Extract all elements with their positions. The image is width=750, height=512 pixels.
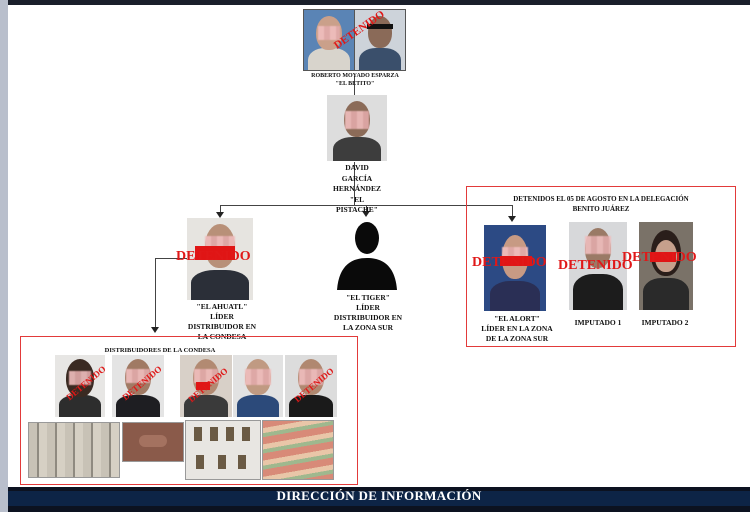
person-label: IMPUTADO 1: [574, 318, 622, 327]
person-name: ROBERTO MOYADO ESPARZA: [311, 73, 399, 79]
suspect-photo: [303, 9, 355, 71]
redaction-bar: [650, 252, 676, 262]
person-label: "EL ALORT" LÍDER EN LA ZONA DE LA ZONA S…: [481, 314, 553, 343]
person-alias: "EL AHUATL": [196, 302, 248, 311]
evidence-photo: [28, 422, 120, 478]
person-label: DAVID GARCÍA HERNÁNDEZ "EL PISTACHE": [333, 163, 381, 214]
person-label: "EL TIGER" LÍDER DISTRIBUIDOR EN LA ZONA…: [320, 293, 416, 333]
arrow-icon: [362, 211, 370, 217]
redaction-bar: [195, 246, 235, 260]
arrow-icon: [151, 327, 159, 333]
top-border: [8, 0, 750, 5]
distributors-group-frame: [20, 336, 358, 485]
person-alias: "EL BETITO": [335, 81, 375, 87]
connector-line: [155, 258, 156, 329]
suspect-photo: [484, 225, 546, 311]
connector-line: [354, 162, 355, 206]
suspect-photo: [180, 355, 232, 417]
connector-line: [155, 258, 187, 259]
evidence-photo: [185, 420, 261, 480]
footer-bar: [8, 487, 750, 512]
suspect-photo: [639, 222, 693, 310]
person-alias: "EL TIGER": [346, 293, 390, 302]
person-label: ROBERTO MOYADO ESPARZA "EL BETITO": [290, 72, 420, 88]
redaction-bar: [196, 382, 210, 390]
connector-line: [366, 205, 367, 213]
suspect-photo: [233, 355, 283, 417]
unknown-person-silhouette-icon: [337, 222, 397, 290]
person-label: IMPUTADO 2: [641, 318, 689, 327]
footer-title: DIRECCIÓN DE INFORMACIÓN: [276, 488, 482, 503]
connector-line: [354, 76, 355, 96]
distributors-group-title: DISTRIBUIDORES DE LA CONDESA: [104, 347, 216, 354]
detained-stamp: DETENIDO: [558, 258, 633, 273]
left-border: [0, 0, 8, 512]
arrow-icon: [508, 216, 516, 222]
connector-line: [220, 205, 221, 215]
suspect-photo: [354, 9, 406, 71]
detained-group-frame: [466, 186, 736, 347]
evidence-photo: [262, 420, 334, 480]
evidence-photo: [122, 422, 184, 462]
detained-stamp: DETENIDO: [472, 255, 547, 270]
suspect-photo: [285, 355, 337, 417]
suspect-photo: [112, 355, 164, 417]
detained-group-title: DETENIDOS EL 05 DE AGOSTO EN LA DELEGACI…: [513, 195, 689, 213]
suspect-photo: [55, 355, 105, 417]
suspect-photo: [569, 222, 627, 310]
suspect-photo: [327, 95, 387, 161]
redaction-bar: [500, 256, 532, 266]
detained-stamp: DETENIDO: [176, 249, 251, 264]
arrow-icon: [216, 212, 224, 218]
detained-stamp: DETENIDO: [622, 250, 697, 265]
connector-line: [512, 205, 513, 218]
